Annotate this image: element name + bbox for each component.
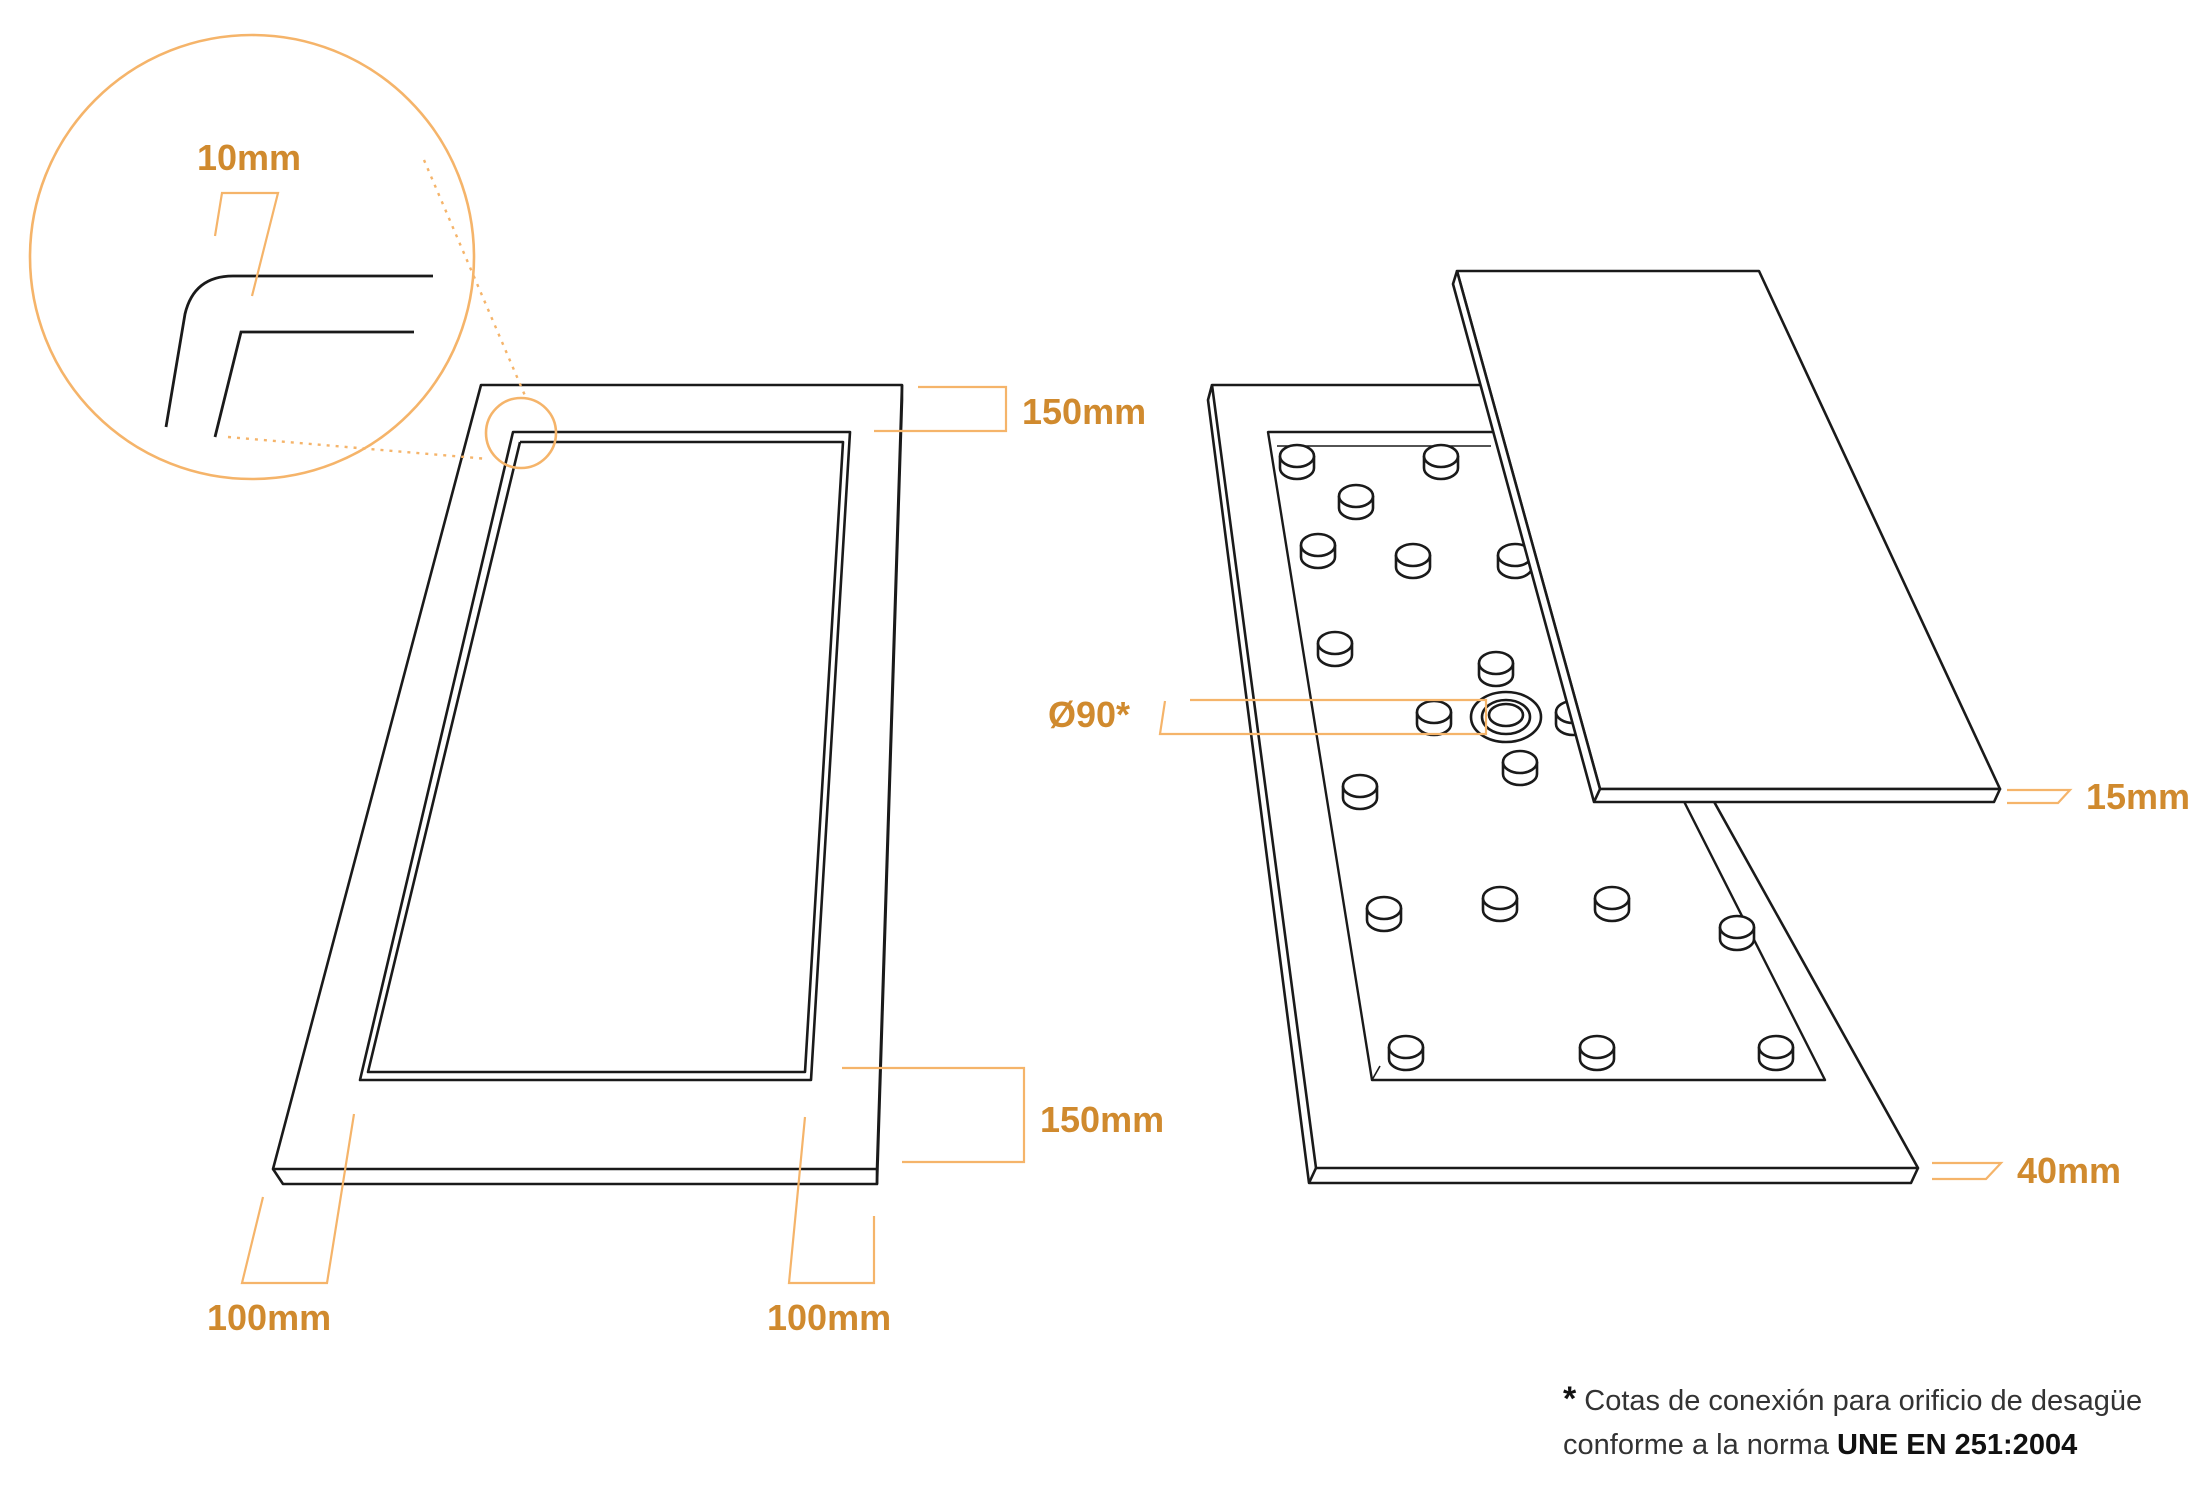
footnote-norm: UNE EN 251:2004 (1837, 1429, 2078, 1461)
support-studs (1278, 443, 1795, 1072)
tray-left-thickness (271, 1168, 879, 1186)
footnote-text-2: conforme a la norma (1563, 1429, 1838, 1461)
footnote-marker: * (1563, 1380, 1577, 1418)
base-inner (1266, 430, 1827, 1082)
footnote-line-1: * Cotas de conexión para orificio de des… (1563, 1377, 2183, 1423)
support-stud (1341, 773, 1379, 811)
support-stud (1316, 630, 1354, 668)
support-stud (1593, 885, 1631, 923)
support-stud (1578, 1034, 1616, 1072)
detail-dimension-label: 10mm (197, 137, 301, 178)
dimension-bottom-label: 150mm (1040, 1099, 1164, 1140)
dimension-left-label: 100mm (207, 1297, 331, 1338)
detail-corner-inner (213, 330, 414, 438)
drain-diameter-label: Ø90* (1048, 694, 1130, 735)
support-stud (1422, 443, 1460, 481)
drain-hole (1469, 690, 1543, 744)
cover-top (1455, 269, 2002, 791)
cover-thickness-label: 15mm (2086, 776, 2190, 817)
support-stud (1365, 895, 1403, 933)
footnote: * Cotas de conexión para orificio de des… (1563, 1377, 2183, 1467)
support-stud (1477, 650, 1515, 688)
support-stud (1278, 443, 1316, 481)
detail-corner-outer (164, 274, 433, 428)
support-stud (1299, 532, 1337, 570)
detail-dim-line (213, 191, 280, 297)
support-stud (1718, 914, 1756, 952)
support-stud (1394, 542, 1432, 580)
support-stud (1337, 483, 1375, 521)
support-stud (1481, 885, 1519, 923)
cover-plate (1451, 269, 2002, 804)
dimension-lines (240, 385, 2073, 1285)
footnote-line-2: conforme a la norma UNE EN 251:2004 (1563, 1423, 2183, 1467)
support-stud (1415, 699, 1453, 737)
dimension-top-label: 150mm (1022, 391, 1146, 432)
tray-left-inner-step (366, 440, 845, 1074)
detail-magnifier: 10mm (28, 33, 558, 481)
tray-left (271, 383, 904, 1186)
footnote-text-1: Cotas de conexión para orificio de desag… (1584, 1385, 2143, 1417)
support-stud (1387, 1034, 1425, 1072)
support-stud (1757, 1034, 1795, 1072)
tray-left-inner (358, 430, 852, 1082)
base-thickness-label: 40mm (2017, 1150, 2121, 1191)
support-stud (1501, 749, 1539, 787)
tray-right-base (1206, 383, 1920, 1185)
dimension-right-label: 100mm (767, 1297, 891, 1338)
